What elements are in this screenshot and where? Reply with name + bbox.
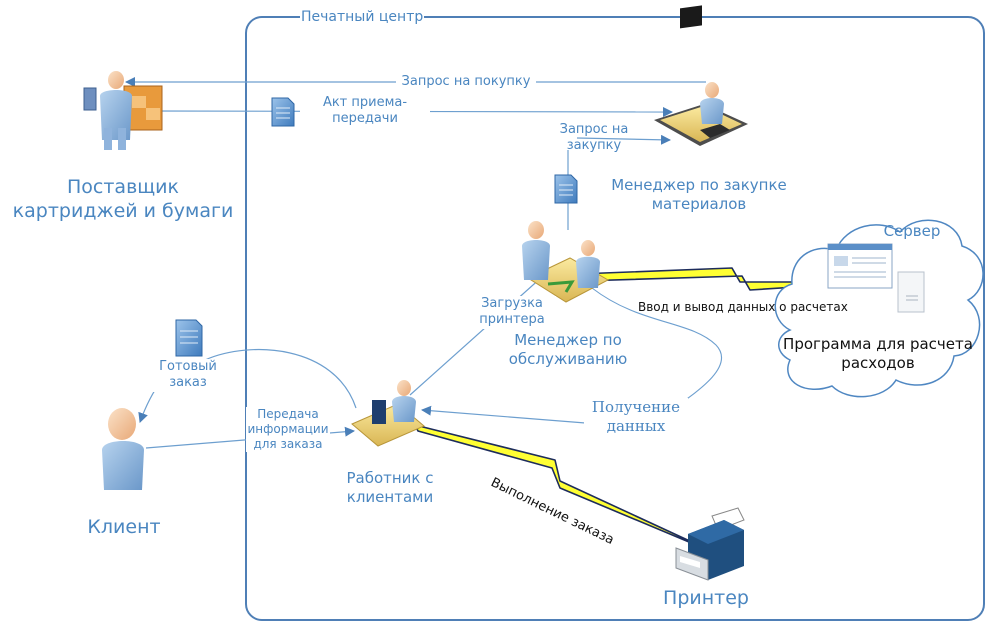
order-info-label: Передача информации для заказа: [246, 407, 330, 452]
flow-data-receive-arrow: [421, 405, 599, 425]
service-manager-icon: [522, 221, 610, 303]
printer-load-label: Загрузка принтера: [468, 296, 556, 329]
data-receive-label: Получение данных: [584, 398, 688, 436]
acceptance-act-label: Акт приема-передачи: [300, 95, 430, 128]
server-cloud: [774, 219, 984, 398]
supplier-person-icon: [83, 71, 163, 150]
printer-label: Принтер: [663, 587, 749, 609]
procurement-manager-label: Менеджер по закупке материалов: [611, 176, 787, 213]
purchase-request-top-label: Запрос на покупку: [396, 74, 536, 91]
server-title: Сервер: [883, 222, 941, 240]
service-manager-label: Менеджер по обслуживанию: [508, 331, 628, 368]
lightning-order-execution: [414, 424, 721, 556]
data-io-label: Ввод и вывод данных о расчетах: [638, 300, 848, 314]
client-person-icon: [102, 408, 144, 490]
client-label: Клиент: [87, 516, 161, 538]
printer-icon: [675, 507, 745, 581]
ready-order-doc-icon: [175, 319, 203, 357]
print-center-boundary: [245, 16, 985, 621]
server-program-label: Программа для расчета расходов: [783, 335, 973, 372]
acceptance-act-doc-icon: [271, 97, 295, 127]
ready-order-label: Готовый заказ: [148, 359, 228, 392]
purchase-request-doc-icon: [554, 174, 578, 204]
purchase-request-mid-label: Запрос на закупку: [559, 122, 629, 154]
server-tower-icon: [897, 271, 925, 313]
client-worker-label: Работник с клиентами: [346, 469, 434, 506]
procurement-manager-icon: [654, 5, 748, 146]
flow-printer-load: [409, 267, 553, 396]
print-center-title: Печатный центр: [300, 9, 425, 25]
flow-ready-order-curve: [204, 348, 357, 409]
client-worker-icon: [351, 380, 425, 447]
flow-purchase-request-mid: [576, 134, 671, 145]
supplier-label: Поставщик картриджей и бумаги: [12, 176, 234, 222]
server-window-icon: [827, 243, 893, 289]
